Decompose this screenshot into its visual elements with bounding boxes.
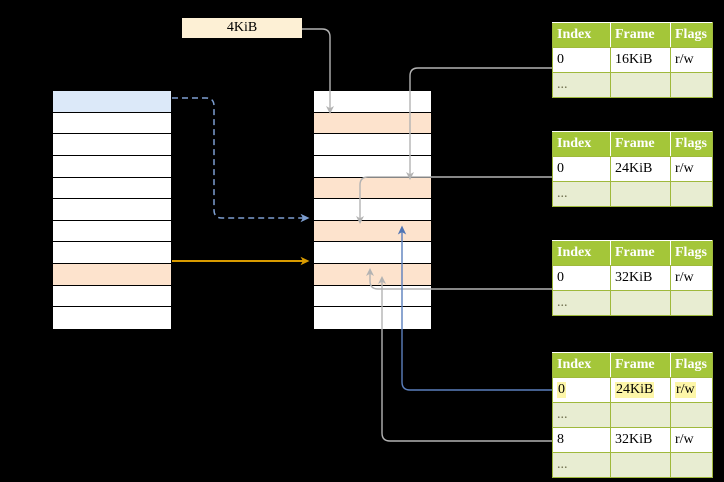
frame-table-1-r1-frame: 16KiB	[610, 47, 671, 73]
left-page-table-row-1	[53, 91, 171, 113]
middle-page-table	[313, 90, 432, 330]
frame-table-1-row: ...	[552, 72, 713, 98]
frame-table-2-r2-index: ...	[552, 181, 611, 207]
frame-table-2-header-index: Index	[552, 131, 611, 157]
frame-table-1-r2-index: ...	[552, 72, 611, 98]
frame-table-2-r1-index: 0	[552, 156, 611, 182]
frame-table-4-row: ...	[552, 452, 713, 478]
frame-table-2-r1-frame: 24KiB	[610, 156, 671, 182]
frame-table-4-row: ...	[552, 402, 713, 428]
frame-table-2-row: ...	[552, 181, 713, 207]
middle-page-table-row-6	[314, 199, 431, 221]
frame-table-2-header-flags: Flags	[670, 131, 713, 157]
left-page-table-row-10	[53, 285, 171, 308]
middle-page-table-row-2	[314, 112, 431, 135]
frame-table-4-r3-index: 8	[552, 427, 611, 453]
middle-page-table-row-8	[314, 242, 431, 264]
middle-page-table-row-7	[314, 220, 431, 243]
wire-left-blue-to-middle-row7	[172, 97, 310, 223]
left-page-table-row-8	[53, 242, 171, 264]
frame-table-4-header-frame: Frame	[610, 352, 671, 378]
frame-table-3-row: ...	[552, 290, 713, 316]
frame-table-1-r2-frame	[610, 72, 671, 98]
middle-page-table-row-4	[314, 155, 431, 178]
left-page-table-row-3	[53, 134, 171, 156]
frame-table-1-r1-index: 0	[552, 47, 611, 73]
left-page-table-row-7	[53, 220, 171, 243]
frame-table-3-r2-index: ...	[552, 290, 611, 316]
frame-table-4-r4-flags	[670, 452, 713, 478]
frame-table-3-header-frame: Frame	[610, 240, 671, 266]
size-label-chip: 4KiB	[182, 18, 302, 38]
frame-table-4-r2-flags	[670, 402, 713, 428]
frame-table-2-r2-flags	[670, 181, 713, 207]
left-page-table-row-2	[53, 112, 171, 135]
left-page-table-row-4	[53, 155, 171, 178]
frame-table-2-r1-flags: r/w	[670, 156, 713, 182]
frame-table-4-r3-frame: 32KiB	[610, 427, 671, 453]
frame-table-1-r2-flags	[670, 72, 713, 98]
middle-page-table-row-1	[314, 91, 431, 113]
frame-table-4-header-index: Index	[552, 352, 611, 378]
frame-table-4-r2-index: ...	[552, 402, 611, 428]
frame-table-2-header-frame: Frame	[610, 131, 671, 157]
frame-table-4-r4-frame	[610, 452, 671, 478]
frame-table-4-r4-index: ...	[552, 452, 611, 478]
middle-page-table-row-3	[314, 134, 431, 156]
frame-table-3-r1-frame: 32KiB	[610, 265, 671, 291]
frame-table-4-header-flags: Flags	[670, 352, 713, 378]
frame-table-4-r1-frame: 24KiB	[610, 377, 671, 403]
frame-table-3-r1-flags: r/w	[670, 265, 713, 291]
left-page-table-row-5	[53, 177, 171, 200]
left-page-table	[52, 90, 172, 330]
frame-table-3-header-index: Index	[552, 240, 611, 266]
left-page-table-row-6	[53, 199, 171, 221]
frame-table-3-r2-flags	[670, 290, 713, 316]
left-page-table-row-9	[53, 264, 171, 286]
frame-table-1-r1-flags: r/w	[670, 47, 713, 73]
middle-page-table-row-10	[314, 285, 431, 308]
middle-page-table-row-11	[314, 307, 431, 329]
frame-table-4-r1-flags: r/w	[670, 377, 713, 403]
frame-table-1-header-flags: Flags	[670, 22, 713, 48]
frame-table-2-r2-frame	[610, 181, 671, 207]
frame-table-3-r1-index: 0	[552, 265, 611, 291]
frame-table-4-r2-frame	[610, 402, 671, 428]
left-page-table-row-11	[53, 307, 171, 329]
frame-table-3-r2-frame	[610, 290, 671, 316]
frame-table-1-header-index: Index	[552, 22, 611, 48]
frame-table-4-r3-flags: r/w	[670, 427, 713, 453]
frame-table-3-header-flags: Flags	[670, 240, 713, 266]
middle-page-table-row-9	[314, 264, 431, 286]
frame-table-1-header-frame: Frame	[610, 22, 671, 48]
middle-page-table-row-5	[314, 177, 431, 200]
frame-table-4-r1-index: 0	[552, 377, 611, 403]
